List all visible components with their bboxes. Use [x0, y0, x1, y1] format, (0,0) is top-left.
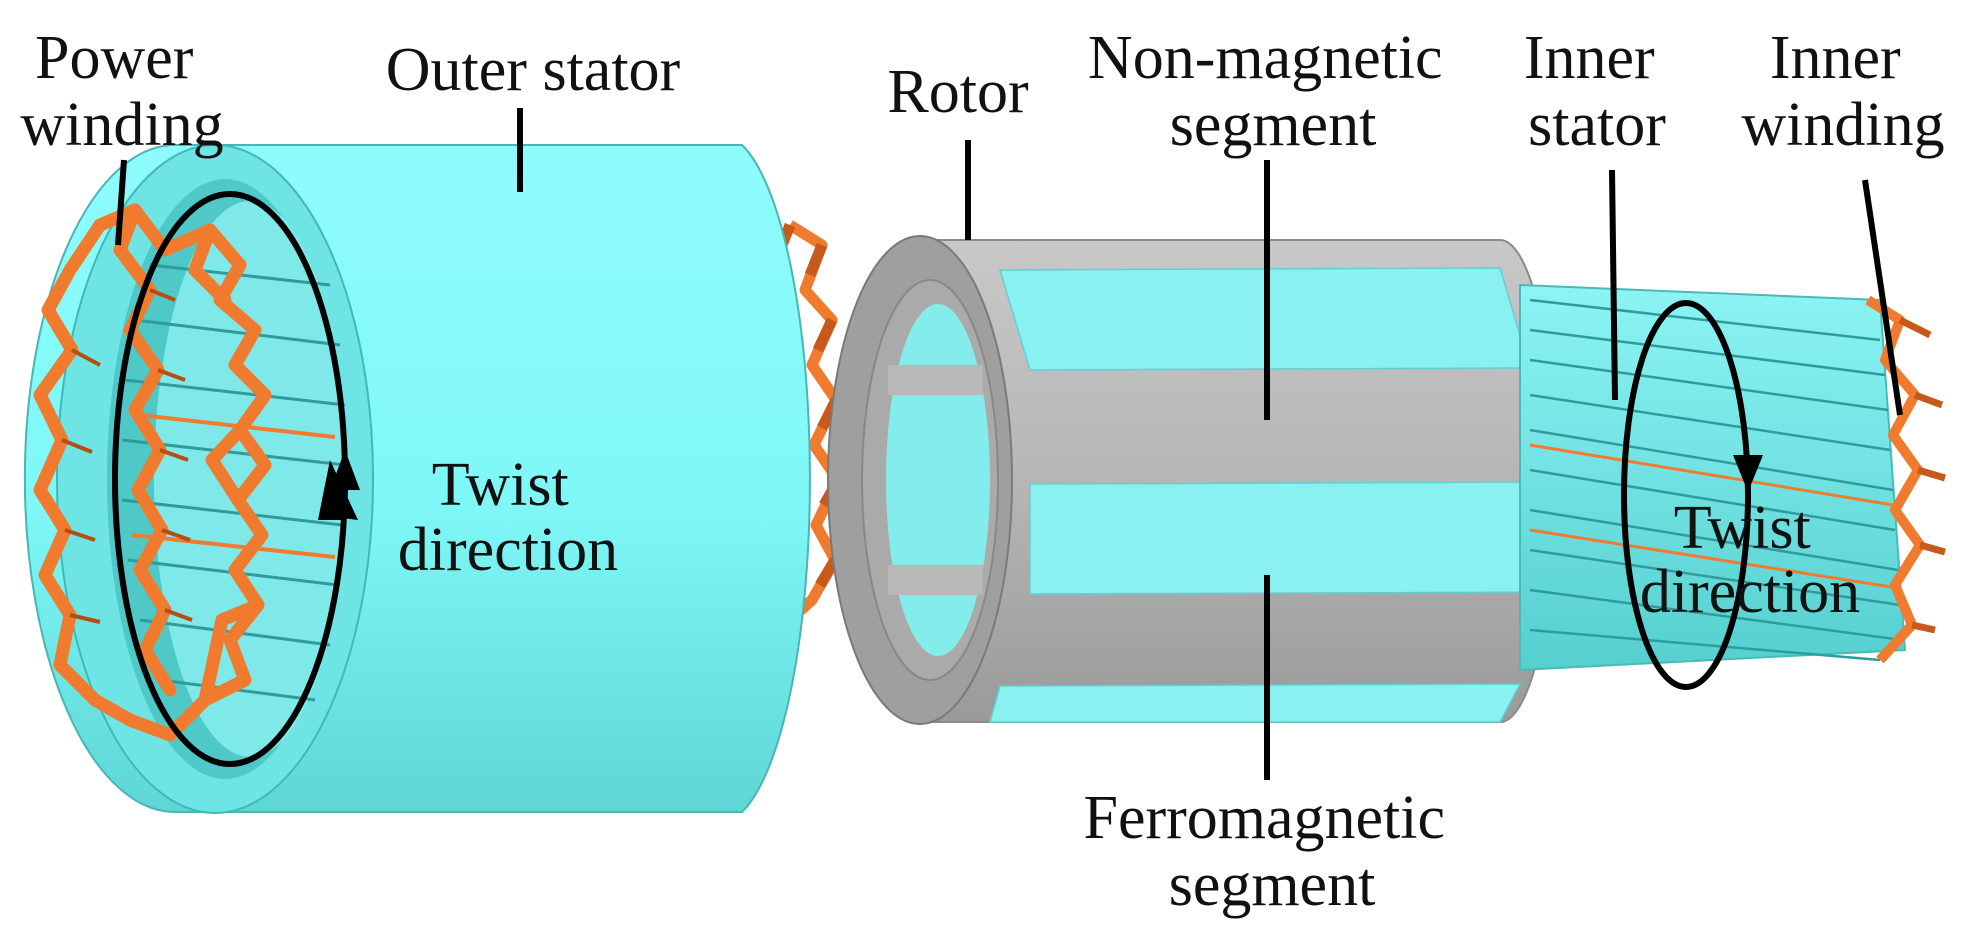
label-twist-outer-line1: Twist — [432, 451, 569, 519]
leader-inner-winding — [1862, 179, 1903, 416]
label-inner-stator: Inner stator — [1524, 24, 1670, 159]
label-non-magnetic-segment: Non-magnetic segment — [1088, 24, 1458, 159]
label-twist-outer-line2: direction — [398, 516, 618, 584]
leader-lines — [115, 108, 1903, 780]
label-inner-winding-line2: winding — [1741, 91, 1944, 159]
inner-stator-group — [1519, 283, 1946, 690]
inner-stator-slot-copper — [1529, 443, 1899, 590]
label-inner-stator-line1: Inner — [1524, 24, 1655, 92]
rotor-group — [827, 235, 1557, 725]
labels: Power winding Outer stator Rotor Non-mag… — [20, 24, 1944, 919]
label-inner-winding: Inner winding — [1741, 24, 1944, 159]
label-non-magnetic-line2: segment — [1170, 91, 1377, 159]
label-twist-direction-inner: Twist direction — [1640, 494, 1860, 626]
label-power-winding-line2: winding — [20, 91, 223, 159]
label-power-winding: Power winding — [20, 24, 223, 159]
label-twist-direction-outer: Twist direction — [398, 451, 618, 584]
label-rotor: Rotor — [887, 58, 1029, 126]
label-twist-inner-line1: Twist — [1674, 494, 1811, 562]
label-outer-stator: Outer stator — [386, 36, 681, 104]
outer-twist-arrowhead-icon — [330, 450, 360, 490]
inner-twist-arrowhead-icon — [1733, 455, 1763, 492]
label-ferromagnetic-line2: segment — [1169, 851, 1376, 919]
rotor-bore-inner — [886, 304, 990, 656]
power-winding-highlights — [61, 288, 193, 624]
outer-stator-group — [23, 144, 844, 814]
label-non-magnetic-line1: Non-magnetic — [1088, 24, 1443, 92]
label-ferromagnetic-segment: Ferromagnetic segment — [1083, 784, 1460, 919]
label-inner-winding-line1: Inner — [1770, 24, 1901, 92]
label-ferromagnetic-line1: Ferromagnetic — [1083, 784, 1445, 852]
inner-stator-skewed-slots — [1529, 298, 1903, 662]
rotor-bore-bars — [888, 365, 983, 595]
label-power-winding-line1: Power — [35, 24, 194, 92]
label-twist-inner-line2: direction — [1640, 558, 1860, 626]
inner-twist-ellipse — [1621, 300, 1751, 690]
label-inner-stator-line2: stator — [1528, 91, 1666, 159]
leader-power-winding — [115, 159, 127, 246]
leader-inner-stator — [1609, 169, 1618, 401]
